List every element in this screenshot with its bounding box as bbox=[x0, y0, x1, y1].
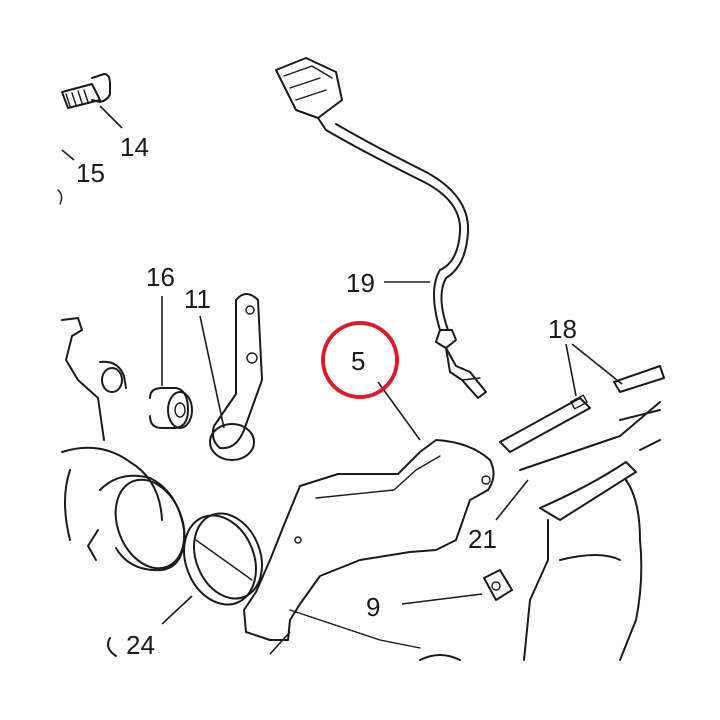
callout-21: 21 bbox=[468, 524, 497, 554]
lower-fragments bbox=[107, 609, 461, 661]
nut-clip-part-9 bbox=[483, 569, 513, 601]
callout-16: 16 bbox=[146, 262, 175, 292]
leader-line-5 bbox=[377, 381, 421, 441]
muffler-body bbox=[61, 317, 186, 572]
leader-line-9 bbox=[401, 593, 483, 605]
leader-line-15 bbox=[61, 149, 75, 161]
callout-19: 19 bbox=[346, 268, 375, 298]
callout-15: 15 bbox=[76, 158, 105, 188]
leader-line-14 bbox=[99, 105, 123, 129]
callout-5: 5 bbox=[351, 346, 365, 376]
highlight-circle bbox=[321, 321, 399, 399]
leader-line-bottom bbox=[269, 631, 291, 655]
leader-line-11 bbox=[199, 315, 225, 429]
callout-9: 9 bbox=[366, 592, 380, 622]
bracket-part-11 bbox=[209, 293, 263, 461]
leader-line-21 bbox=[495, 479, 529, 521]
exhaust-manifold-part-21 bbox=[519, 401, 661, 661]
leader-line-18b bbox=[571, 343, 623, 385]
bushing-part-16 bbox=[149, 387, 193, 429]
bolt-part-14 bbox=[61, 73, 111, 109]
callout-11: 11 bbox=[184, 284, 211, 314]
callout-18: 18 bbox=[548, 314, 577, 344]
callout-24: 24 bbox=[126, 630, 155, 660]
gasket-part-18 bbox=[499, 365, 665, 453]
callout-14: 14 bbox=[120, 132, 149, 162]
leader-line-24 bbox=[161, 595, 193, 625]
ring-clamp-part-24 bbox=[183, 512, 263, 606]
oxygen-sensor-part-19 bbox=[275, 57, 487, 399]
washer-fragment-15 bbox=[57, 189, 63, 205]
leader-line-18a bbox=[565, 343, 577, 397]
